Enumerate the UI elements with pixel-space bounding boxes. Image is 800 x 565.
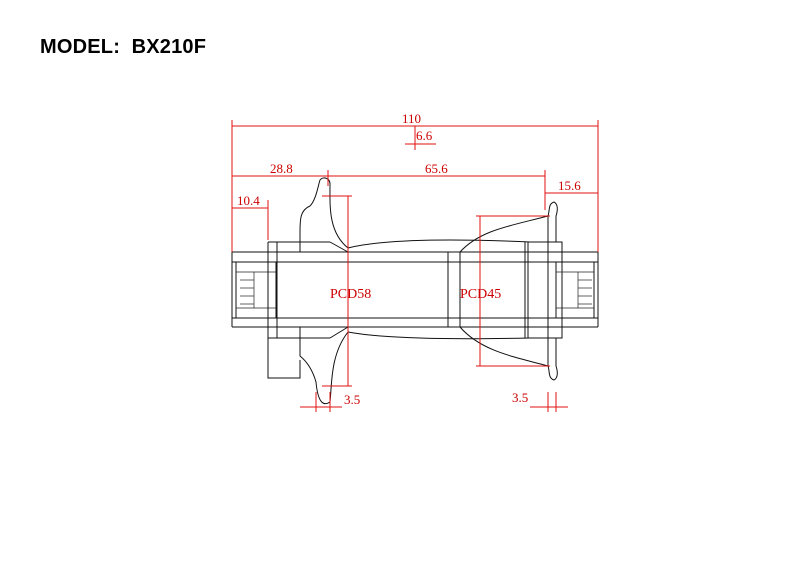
model-value: BX210F — [131, 36, 207, 58]
dim-overall-width: 110 — [402, 111, 421, 126]
dim-pcd-right: PCD45 — [460, 287, 501, 302]
dim-right-flange-thickness: 3.5 — [512, 390, 528, 405]
dim-left-flange-thickness: 3.5 — [344, 392, 360, 407]
dim-flange-spacing: 65.6 — [425, 161, 448, 176]
dimension-lines — [231, 120, 599, 412]
dim-offset: 6.6 — [416, 128, 433, 143]
model-label: MODEL: — [40, 36, 121, 58]
dim-left-flange-to-end: 28.8 — [270, 161, 293, 176]
hub-outline — [231, 177, 599, 405]
dim-pcd-left: PCD58 — [330, 287, 371, 302]
dim-right-flange-to-end: 15.6 — [558, 178, 581, 193]
dim-left-locknut: 10.4 — [237, 193, 260, 208]
model-title: MODEL: BX210F — [40, 36, 206, 59]
